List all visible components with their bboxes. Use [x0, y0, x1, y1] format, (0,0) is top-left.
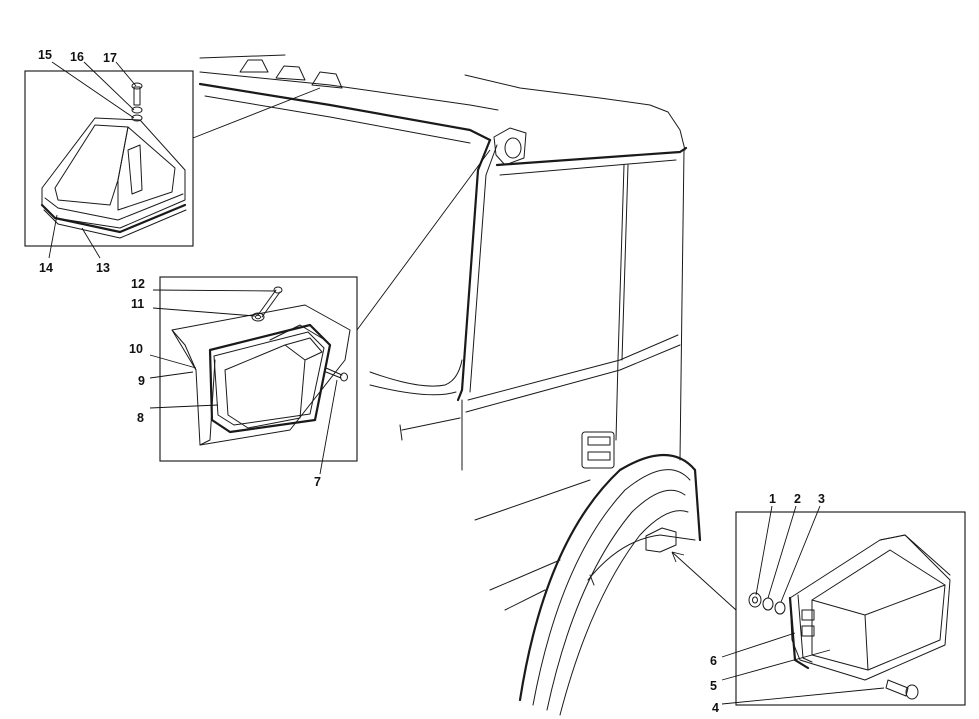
callout-2: 2 [794, 492, 801, 506]
callout-10: 10 [129, 342, 143, 356]
corner-lamp-bracket [171, 304, 351, 446]
callout-15: 15 [38, 48, 52, 62]
callout-14: 14 [39, 261, 53, 275]
callout-1: 1 [769, 492, 776, 506]
corner-lamp-side-screw [325, 367, 348, 382]
callout-17: 17 [103, 51, 117, 65]
leader-lines [48, 61, 885, 705]
door-handle [581, 431, 615, 469]
roof-marker-lamps [239, 59, 343, 89]
side-lamp-bolt [885, 679, 919, 700]
corner-lamp-top-screw [251, 286, 283, 322]
callout-9: 9 [138, 374, 145, 388]
cab-corner-lamp [493, 127, 527, 166]
detail-box-corner-lamp [159, 276, 358, 462]
callout-8: 8 [137, 411, 144, 425]
callout-labels: 15 16 17 14 13 12 11 10 9 8 7 1 2 3 6 5 … [38, 48, 825, 715]
callout-12: 12 [131, 277, 145, 291]
truck-cab [198, 54, 702, 716]
callout-7: 7 [314, 475, 321, 489]
front-fender [518, 453, 702, 716]
detail-box-side-lamp [735, 511, 966, 706]
callout-4: 4 [712, 701, 719, 715]
corner-lamp-lens [224, 324, 326, 429]
roof-lamp-body [40, 117, 187, 239]
callout-13: 13 [96, 261, 110, 275]
detail-box-roof-lamp [24, 70, 194, 247]
connector-lines [192, 87, 737, 611]
callout-16: 16 [70, 50, 84, 64]
callout-6: 6 [710, 654, 717, 668]
roof-lamp-screw [131, 82, 143, 122]
callout-11: 11 [131, 297, 144, 311]
callout-5: 5 [710, 679, 717, 693]
callout-3: 3 [818, 492, 825, 506]
